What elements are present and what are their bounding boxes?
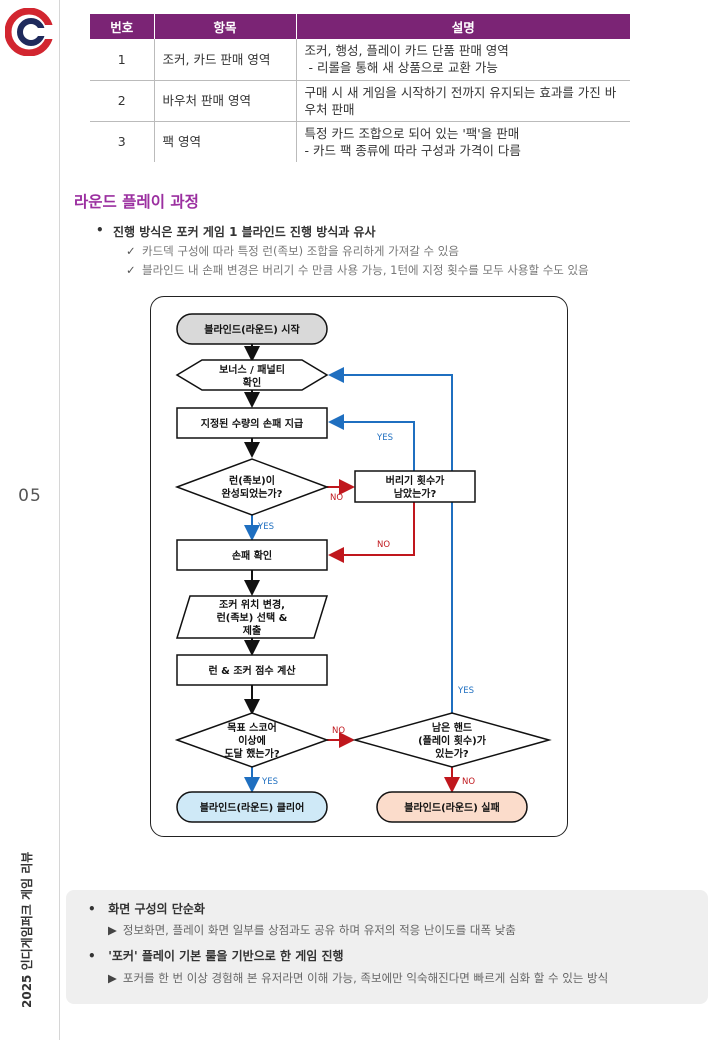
discard-check-label: 버리기 횟수가: [386, 474, 445, 487]
bullet-dot-icon: •: [96, 223, 104, 237]
table-row: 1 조커, 카드 판매 영역 조커, 행성, 플레이 카드 단품 판매 영역 -…: [90, 39, 630, 81]
check-item: ✓ 블라인드 내 손패 변경은 버리기 수 만큼 사용 가능, 1턴에 지정 횟수…: [126, 262, 589, 278]
summary-box: • 화면 구성의 단순화 ▶ 정보화면, 플레이 화면 일부를 상점과도 공유 하…: [66, 890, 708, 1004]
section-title: 라운드 플레이 과정: [74, 193, 199, 211]
select-label: 런(족보) 선택 &: [217, 611, 288, 624]
row-desc: 특정 카드 조합으로 되어 있는 '팩'을 판매 - 카드 팩 종류에 따라 구…: [296, 121, 630, 162]
summary-item-title: • '포커' 플레이 기본 룰을 기반으로 한 게임 진행: [88, 947, 344, 964]
run-check-label: 완성되었는가?: [221, 487, 282, 500]
row-item: 조커, 카드 판매 영역: [154, 39, 297, 81]
row-num: 2: [90, 80, 155, 122]
page-number: 05: [18, 486, 42, 506]
summary-title-text: '포커' 플레이 기본 룰을 기반으로 한 게임 진행: [108, 949, 344, 963]
summary-sub-text: 포커를 한 번 이상 경험해 본 유저라면 이해 가능, 족보에만 익숙해진다면…: [122, 971, 609, 985]
table-header-row: 번호 항목 설명: [90, 14, 630, 39]
table-row: 2 바우처 판매 영역 구매 시 새 게임을 시작하기 전까지 유지되는 효과를…: [90, 80, 630, 122]
fail-label: 블라인드(라운드) 실패: [404, 801, 499, 814]
rail-divider: [59, 0, 60, 1040]
row-num: 1: [90, 39, 155, 81]
target-check-label: 목표 스코어: [227, 721, 276, 734]
yes-tag: YES: [376, 433, 393, 443]
yes-tag: YES: [457, 686, 474, 696]
bonus-label: 보너스 / 패널티: [219, 363, 285, 376]
row-desc-line: 구매 시 새 게임을 시작하기 전까지 유지되는 효과를 가진 바: [304, 84, 617, 100]
select-label: 조커 위치 변경,: [219, 598, 285, 611]
summary-item-title: • 화면 구성의 단순화: [88, 900, 205, 917]
bullet-text: 진행 방식은 포커 게임 1 블라인드 진행 방식과 유사: [113, 225, 376, 239]
shop-area-table: 번호 항목 설명 1 조커, 카드 판매 영역 조커, 행성, 플레이 카드 단…: [90, 14, 630, 162]
select-label: 제출: [243, 624, 261, 637]
clear-label: 블라인드(라운드) 클리어: [200, 801, 305, 814]
clear-terminal: [176, 791, 328, 823]
summary-title-text: 화면 구성의 단순화: [108, 902, 205, 916]
checkmark-icon: ✓: [126, 263, 136, 277]
triangle-right-icon: ▶: [108, 923, 117, 937]
row-desc-line: 조커, 행성, 플레이 카드 단품 판매 영역: [304, 43, 509, 59]
row-num: 3: [90, 121, 155, 162]
check-item: ✓ 카드덱 구성에 따라 특정 런(족보) 조합을 유리하게 가져갈 수 있음: [126, 243, 459, 259]
row-desc-line: 우처 판매: [304, 101, 355, 117]
discard-check-box: [354, 470, 476, 503]
run-check-decision: [174, 458, 330, 516]
flowchart-frame: [150, 296, 568, 837]
checkmark-icon: ✓: [126, 244, 136, 258]
score-label: 런 & 조커 점수 계산: [208, 664, 296, 677]
no-tag: NO: [377, 540, 390, 550]
no-tag: NO: [332, 726, 345, 736]
hands-left-decision: [352, 712, 552, 768]
row-item: 바우처 판매 영역: [154, 80, 297, 122]
left-rail: 05 2025 인디게임퍼크 게임 리뷰: [0, 0, 60, 1040]
bonus-hexagon: [175, 359, 329, 391]
start-terminal: [176, 313, 328, 345]
no-tag: NO: [330, 493, 343, 503]
fail-terminal: [376, 791, 528, 823]
table-header-desc: 설명: [296, 14, 630, 39]
table-header-num: 번호: [90, 14, 155, 39]
run-check-label: 런(족보)이: [229, 474, 275, 487]
discard-check-label: 남았는가?: [394, 487, 437, 500]
bullet-dot-icon: •: [88, 902, 96, 916]
hands-left-label: 있는가?: [435, 747, 469, 760]
target-check-decision: [174, 712, 330, 768]
yes-tag: YES: [261, 777, 278, 787]
hand-check-process: [176, 539, 328, 571]
hands-left-label: (플레이 횟수)가: [418, 734, 487, 747]
target-check-label: 도달 했는가?: [224, 747, 279, 760]
summary-sub-text: 정보화면, 플레이 화면 일부를 상점과도 공유 하며 유저의 적응 난이도를 …: [122, 923, 516, 937]
table-header-item: 항목: [154, 14, 297, 39]
table-row: 3 팩 영역 특정 카드 조합으로 되어 있는 '팩'을 판매 - 카드 팩 종…: [90, 121, 630, 162]
row-item: 팩 영역: [154, 121, 297, 162]
bonus-label: 확인: [243, 376, 261, 389]
deal-process: [176, 407, 328, 439]
row-desc: 조커, 행성, 플레이 카드 단품 판매 영역 - 리롤을 통해 새 상품으로 …: [296, 39, 630, 81]
row-desc: 구매 시 새 게임을 시작하기 전까지 유지되는 효과를 가진 바 우처 판매: [296, 80, 630, 122]
publisher-logo-icon: [5, 8, 53, 56]
bullet-dot-icon: •: [88, 949, 96, 963]
row-desc-line: - 리롤을 통해 새 상품으로 교환 가능: [304, 60, 498, 76]
select-parallelogram: [175, 595, 329, 639]
summary-item-sub: ▶ 포커를 한 번 이상 경험해 본 유저라면 이해 가능, 족보에만 익숙해진다…: [108, 970, 608, 986]
check-text: 블라인드 내 손패 변경은 버리기 수 만큼 사용 가능, 1턴에 지정 횟수를…: [142, 263, 589, 277]
summary-item-sub: ▶ 정보화면, 플레이 화면 일부를 상점과도 공유 하며 유저의 적응 난이도를…: [108, 922, 516, 938]
yes-tag: YES: [257, 522, 274, 532]
score-process: [176, 654, 328, 686]
no-arrow: [328, 502, 415, 563]
yes-arrow: [328, 367, 453, 713]
hands-left-label: 남은 핸드: [432, 721, 472, 734]
no-tag: NO: [462, 777, 475, 787]
deal-label: 지정된 수량의 손패 지급: [201, 417, 303, 430]
target-check-label: 이상에: [238, 734, 266, 747]
check-text: 카드덱 구성에 따라 특정 런(족보) 조합을 유리하게 가져갈 수 있음: [142, 244, 459, 258]
yes-arrow: [328, 414, 415, 471]
row-desc-line: - 카드 팩 종류에 따라 구성과 가격이 다름: [304, 142, 521, 158]
hand-check-label: 손패 확인: [232, 549, 272, 562]
triangle-right-icon: ▶: [108, 971, 117, 985]
start-label: 블라인드(라운드) 시작: [204, 323, 300, 336]
row-desc-line: 특정 카드 조합으로 되어 있는 '팩'을 판매: [304, 125, 520, 141]
